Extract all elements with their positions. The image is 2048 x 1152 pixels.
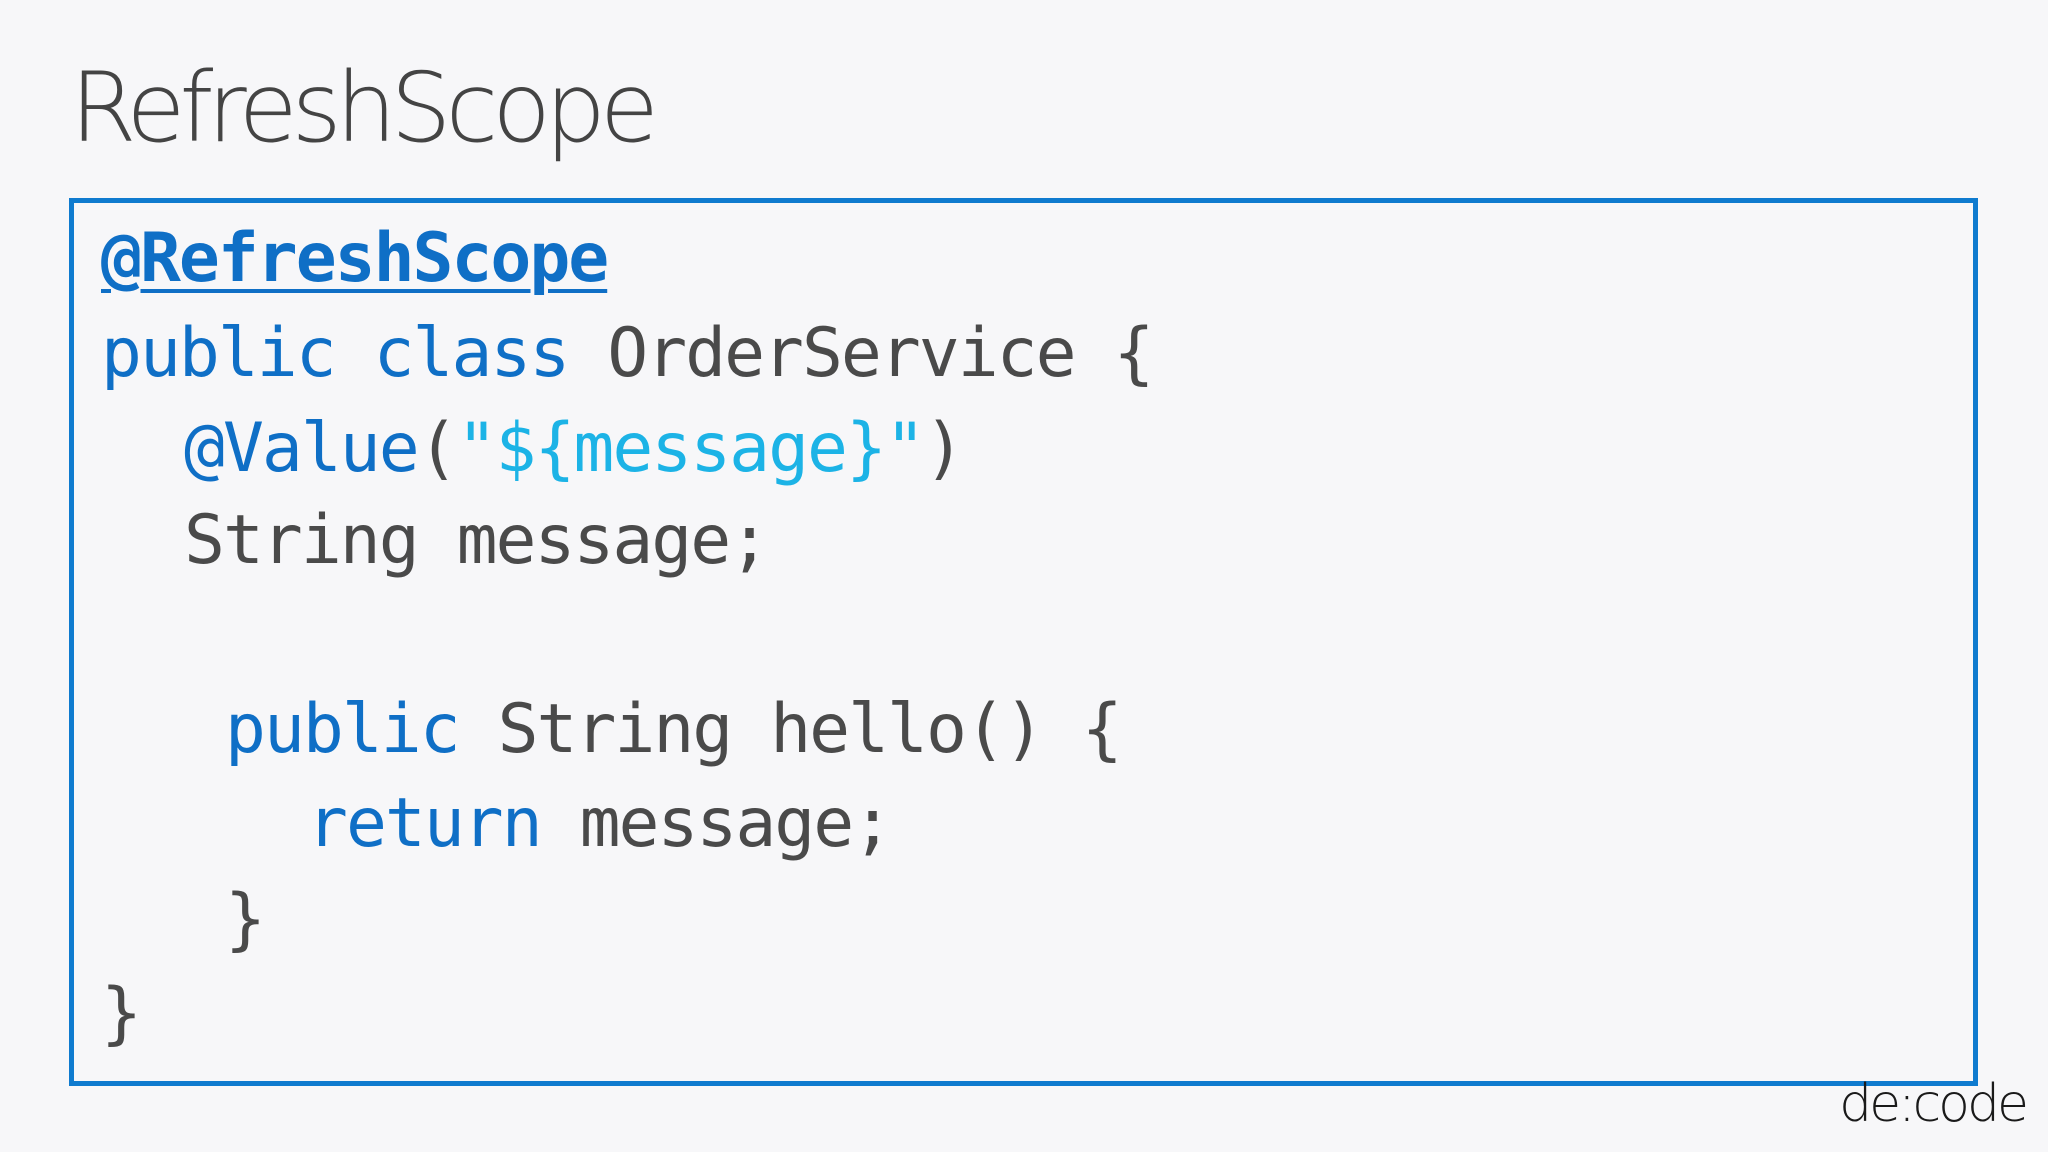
code-line-7: } bbox=[225, 886, 266, 954]
code-block: @RefreshScope public class OrderService … bbox=[69, 198, 1978, 1086]
method-signature: hello() { bbox=[770, 690, 1122, 769]
slide-title: RefreshScope bbox=[70, 52, 659, 164]
open-brace: { bbox=[1113, 314, 1154, 393]
field-declaration: message; bbox=[456, 501, 771, 580]
value-annotation: @Value bbox=[184, 409, 420, 488]
code-line-1: @RefreshScope bbox=[101, 225, 609, 293]
close-paren: ) bbox=[923, 409, 965, 488]
keyword-public: public bbox=[225, 690, 461, 769]
keyword-return: return bbox=[307, 784, 543, 863]
return-type: String bbox=[497, 690, 734, 769]
refreshscope-annotation-link[interactable]: @RefreshScope bbox=[101, 219, 609, 298]
code-line-3: @Value("${message}") bbox=[184, 415, 965, 483]
decode-logo: de:code bbox=[1839, 1074, 2029, 1134]
type-string: String bbox=[184, 501, 420, 580]
string-literal: "${message}" bbox=[456, 409, 926, 488]
keyword-public: public bbox=[101, 314, 337, 393]
class-close-brace: } bbox=[101, 974, 142, 1053]
code-line-5: public String hello() { bbox=[225, 696, 1123, 764]
class-name: OrderService bbox=[607, 314, 1076, 393]
code-line-2: public class OrderService { bbox=[101, 320, 1154, 388]
code-line-6: return message; bbox=[307, 790, 893, 858]
keyword-class: class bbox=[373, 314, 571, 393]
code-line-4: String message; bbox=[184, 507, 770, 575]
return-value: message; bbox=[579, 784, 894, 863]
method-close-brace: } bbox=[225, 880, 266, 959]
code-line-8: } bbox=[101, 980, 142, 1048]
open-paren: ( bbox=[417, 409, 459, 488]
